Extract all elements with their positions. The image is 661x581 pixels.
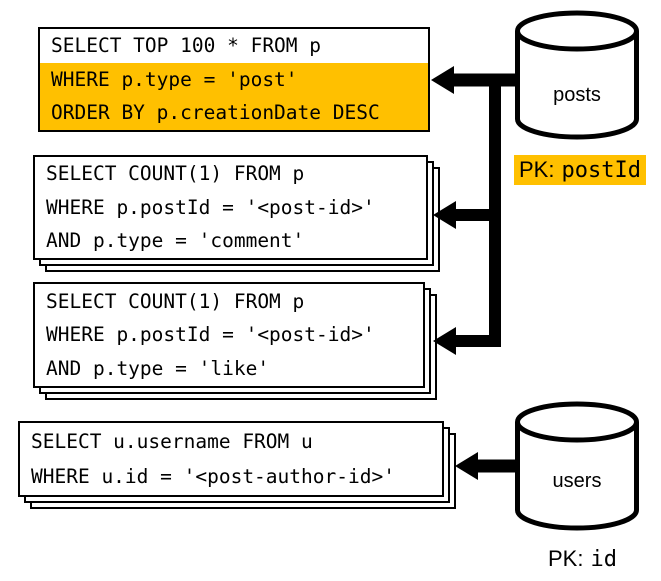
code-line: SELECT u.username FROM u (31, 430, 313, 453)
query-box-post-author: SELECT u.username FROM u WHERE u.id = '<… (18, 421, 456, 509)
code-line: WHERE p.postId = '<post-id>' (46, 323, 375, 347)
code-line: SELECT COUNT(1) FROM p (46, 162, 305, 186)
code-line: WHERE p.postId = '<post-id>' (46, 195, 375, 219)
posts-database-cylinder-icon (515, 10, 639, 140)
pk-prefix: PK: (548, 546, 584, 571)
query-box-like-count: SELECT COUNT(1) FROM p WHERE p.postId = … (33, 282, 437, 400)
code-line: AND p.type = 'comment' (46, 229, 305, 253)
code-line: SELECT COUNT(1) FROM p (46, 289, 305, 313)
arrow-posts-to-like-query (433, 76, 501, 355)
query-box: SELECT TOP 100 * FROM p WHERE p.type = '… (38, 27, 430, 132)
arrow-users-to-author-query (455, 452, 517, 480)
users-database-cylinder-icon (515, 401, 639, 531)
code-line: WHERE u.id = '<post-author-id>' (31, 465, 395, 488)
query-box-comment-count: SELECT COUNT(1) FROM p WHERE p.postId = … (33, 155, 440, 272)
pk-value: postId (561, 157, 641, 183)
query-box: SELECT COUNT(1) FROM p WHERE p.postId = … (33, 155, 428, 260)
arrow-posts-to-top-query (431, 66, 517, 94)
code-line: SELECT TOP 100 * FROM p (51, 34, 322, 58)
users-db-label: users (552, 470, 602, 492)
posts-db-label: posts (553, 84, 601, 106)
code-line: ORDER BY p.creationDate DESC (40, 96, 428, 130)
query-box-top-posts: SELECT TOP 100 * FROM p WHERE p.type = '… (38, 27, 430, 132)
pk-prefix: PK: (519, 157, 555, 182)
posts-pk-badge: PK:postId (514, 155, 646, 185)
pk-value: id (590, 546, 617, 572)
code-line: AND p.type = 'like' (46, 356, 270, 380)
users-pk-badge: PK:id (543, 544, 622, 574)
query-box: SELECT COUNT(1) FROM p WHERE p.postId = … (33, 282, 425, 388)
query-box: SELECT u.username FROM u WHERE u.id = '<… (18, 421, 444, 497)
arrow-posts-to-comment-query (433, 201, 501, 229)
code-line: WHERE p.type = 'post' (40, 62, 428, 97)
